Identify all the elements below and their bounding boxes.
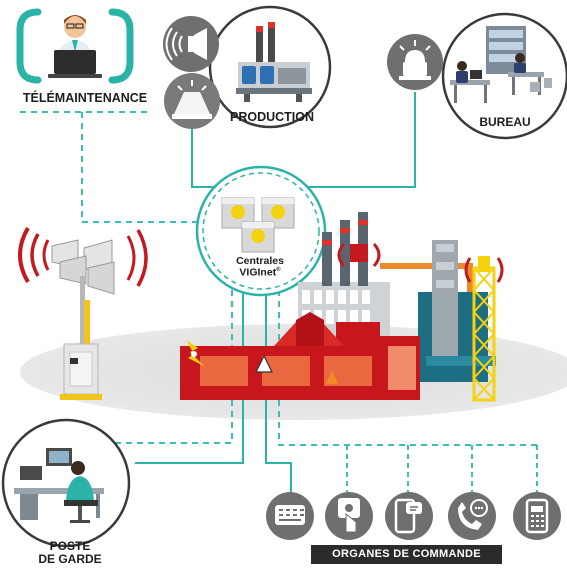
poste-label-line1: POSTE <box>49 539 91 553</box>
siren-tower <box>18 226 148 400</box>
production-label: PRODUCTION <box>229 110 315 124</box>
speaker-icon <box>163 16 219 72</box>
phone-call-icon <box>448 492 496 540</box>
production-node <box>208 5 332 129</box>
poste-label-line2: DE GARDE <box>38 551 102 566</box>
registered-mark: ® <box>276 267 281 274</box>
centrales-label-line1: Centrales <box>236 255 284 267</box>
beacon-icon <box>387 34 443 90</box>
factory <box>180 212 504 402</box>
organes-de-commande-label: ORGANES DE COMMANDE <box>311 545 502 564</box>
connection-lines <box>20 92 540 492</box>
centrales-label-line2: VIGInet® <box>218 267 302 279</box>
centrales-node <box>195 165 327 297</box>
badge-reader-icon <box>513 492 561 540</box>
flash-light-icon <box>164 73 220 129</box>
telemaintenance-node <box>16 8 134 84</box>
centrales-label: Centrales VIGInet® <box>218 255 302 279</box>
telemaintenance-label: TÉLÉMAINTENANCE <box>22 91 148 105</box>
poste-de-garde-label: POSTE DE GARDE <box>10 540 130 565</box>
push-button-icon <box>325 492 373 540</box>
centrales-brand: VIGInet <box>239 266 277 279</box>
keypad-icon <box>266 492 314 540</box>
bureau-label: BUREAU <box>479 115 531 129</box>
phone-message-icon <box>385 492 433 540</box>
bureau-node <box>441 12 567 140</box>
poste-de-garde-node <box>1 418 131 548</box>
